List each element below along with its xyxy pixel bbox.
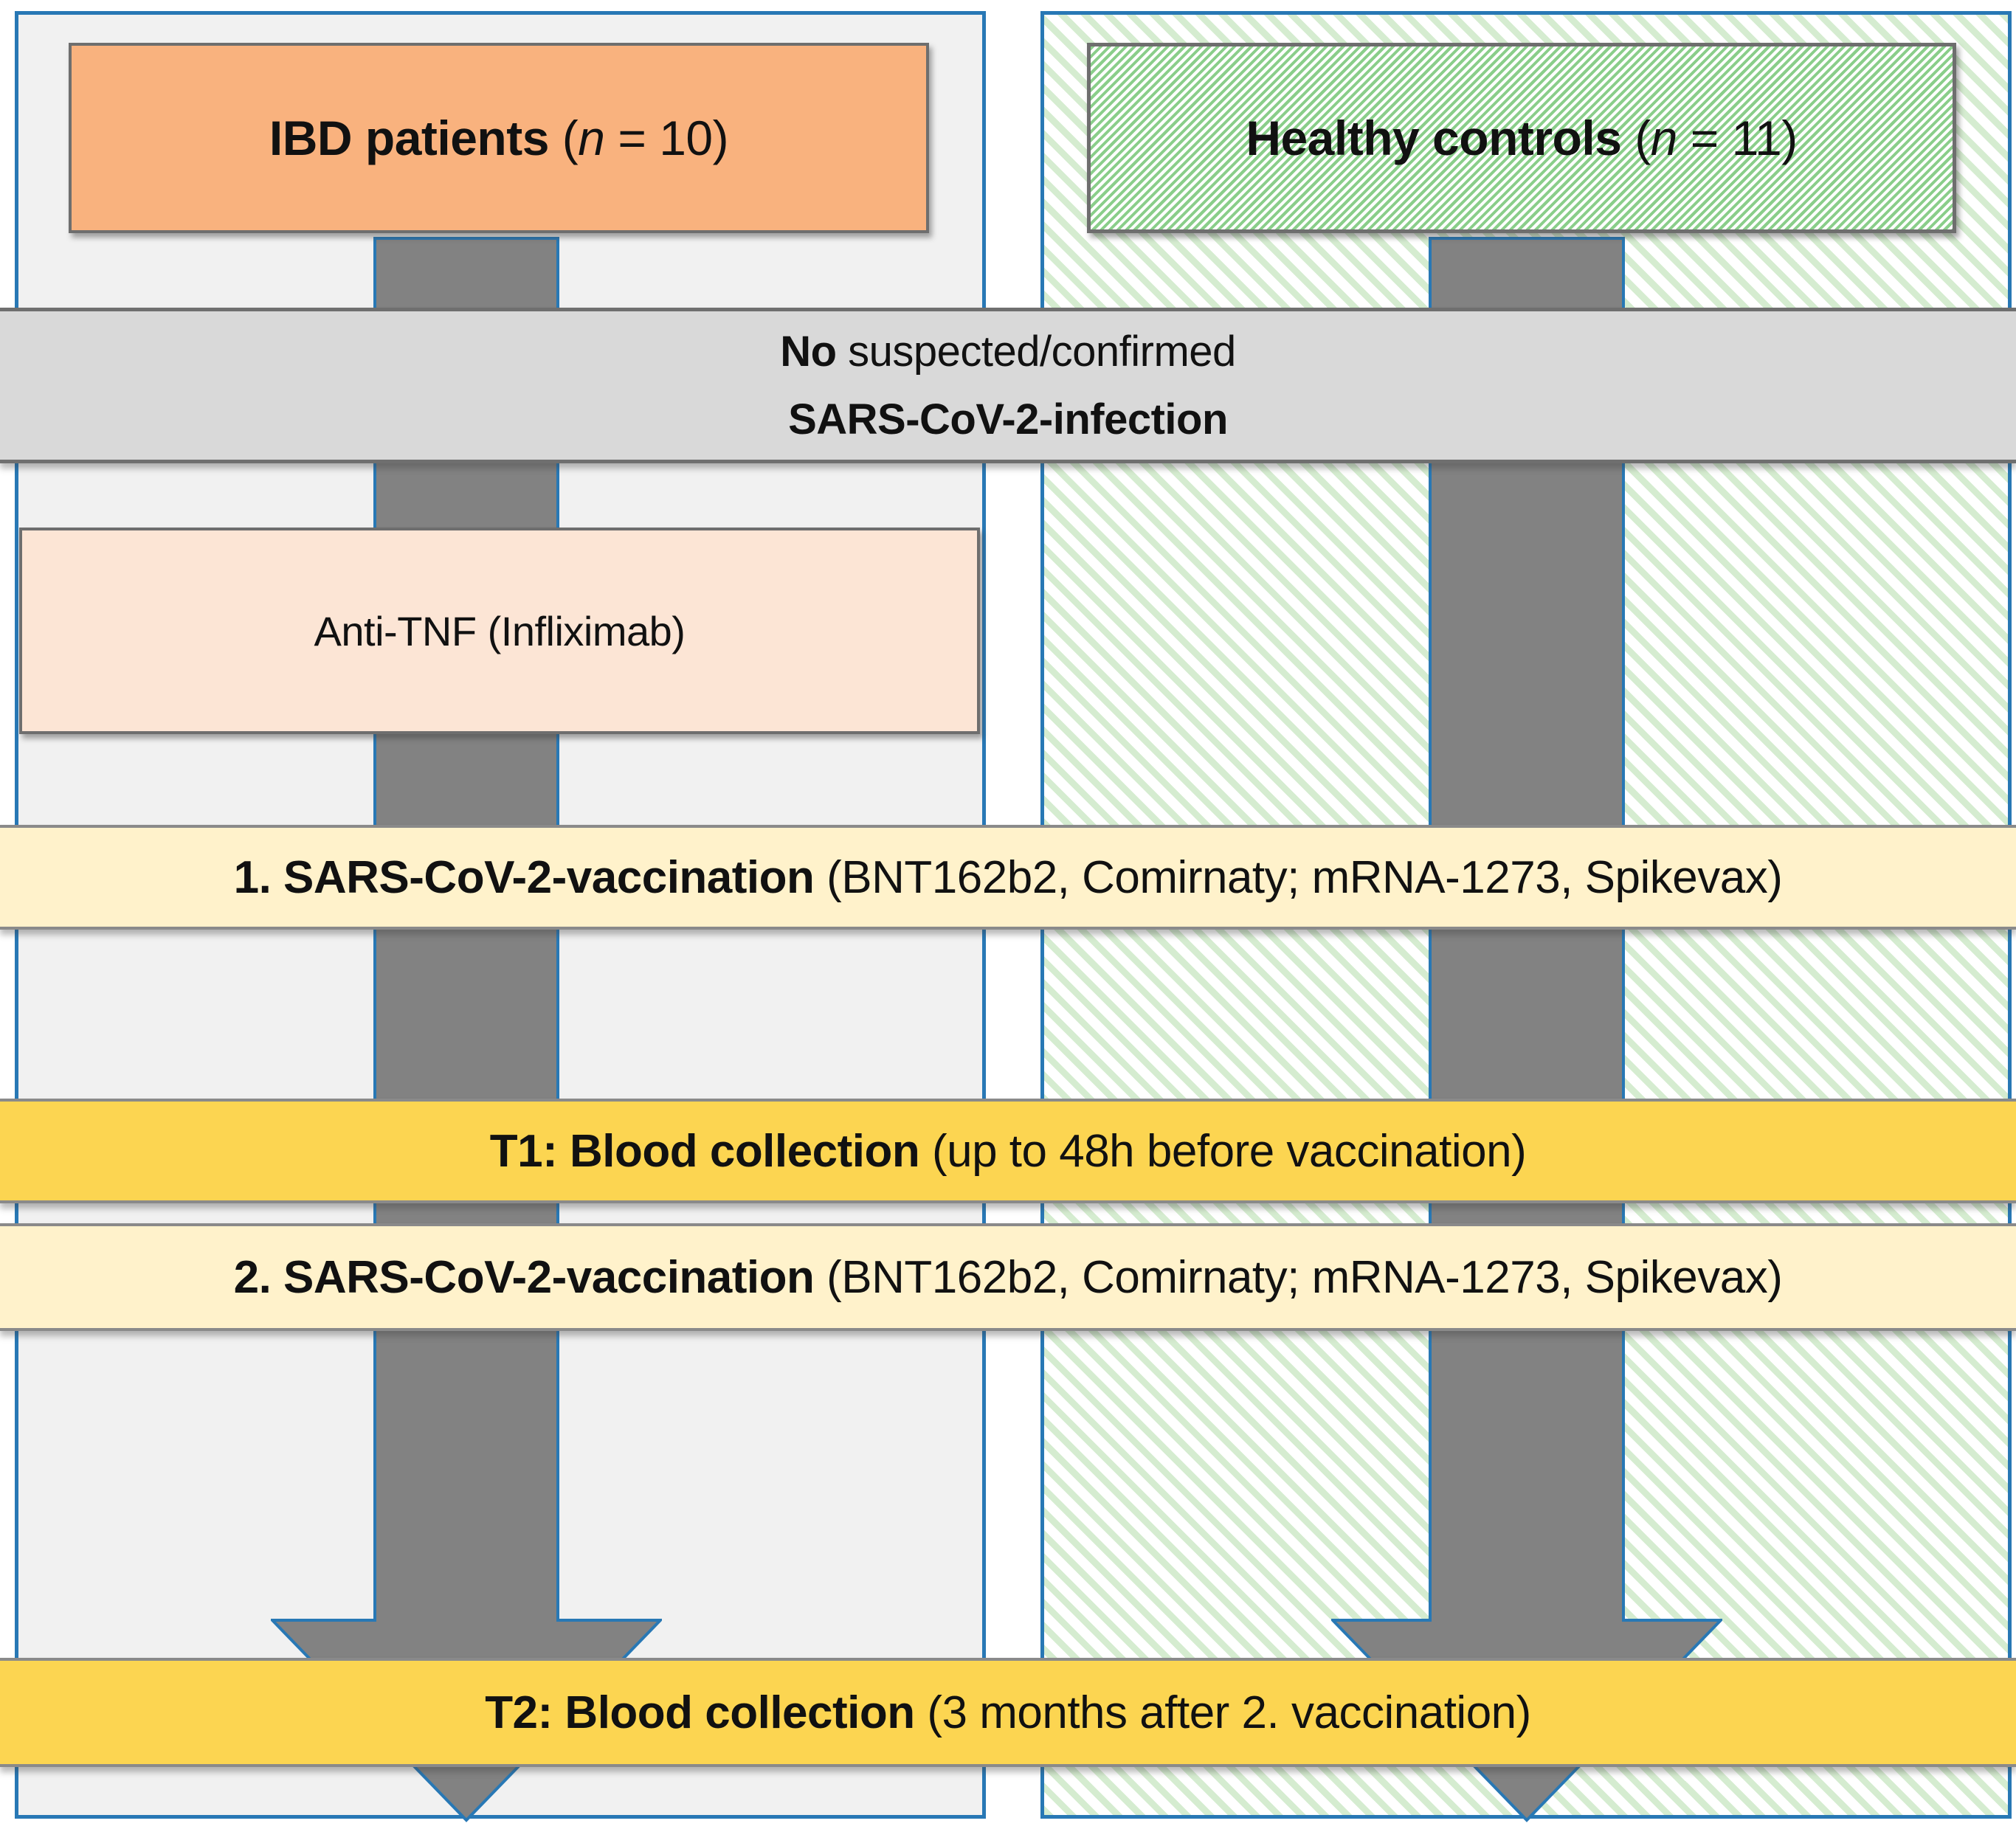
vaccination-2-label: 2. SARS-CoV-2-vaccination (BNT162b2, Com… <box>234 1251 1783 1304</box>
exclusion-line-1-bold: No <box>780 327 837 376</box>
t1-blood-collection-band: T1: Blood collection (up to 48h before v… <box>0 1099 2016 1203</box>
vaccination-2-label-rest: (BNT162b2, Comirnaty; mRNA-1273, Spikeva… <box>814 1251 1783 1303</box>
down-arrow-ibd-icon <box>271 237 662 1822</box>
ibd-patients-header-count: = 10) <box>604 111 729 165</box>
t2-label-rest: (3 months after 2. vaccination) <box>914 1687 1531 1738</box>
ibd-patients-header-n: n <box>578 111 605 165</box>
ibd-patients-header-label: IBD patients (n = 10) <box>269 110 729 166</box>
vaccination-1-label-bold: 1. SARS-CoV-2-vaccination <box>233 851 815 903</box>
anti-tnf-treatment-label: Anti-TNF (Infliximab) <box>314 607 686 654</box>
vaccination-1-label: 1. SARS-CoV-2-vaccination (BNT162b2, Com… <box>234 851 1783 904</box>
ibd-patients-header-open: ( <box>562 111 579 165</box>
vaccination-2-band: 2. SARS-CoV-2-vaccination (BNT162b2, Com… <box>0 1223 2016 1331</box>
vaccination-1-band: 1. SARS-CoV-2-vaccination (BNT162b2, Com… <box>0 825 2016 930</box>
t2-label-bold: T2: Blood collection <box>485 1687 915 1738</box>
exclusion-line-1-rest: suspected/confirmed <box>836 327 1236 376</box>
anti-tnf-treatment-box: Anti-TNF (Infliximab) <box>19 528 980 734</box>
vaccination-2-label-bold: 2. SARS-CoV-2-vaccination <box>233 1251 815 1303</box>
t2-blood-collection-band: T2: Blood collection (3 months after 2. … <box>0 1658 2016 1767</box>
t1-label-bold: T1: Blood collection <box>489 1125 920 1177</box>
healthy-controls-header-box: Healthy controls (n = 11) <box>1087 43 1956 233</box>
vaccination-1-label-rest: (BNT162b2, Comirnaty; mRNA-1273, Spikeva… <box>814 851 1783 903</box>
healthy-controls-header-bold: Healthy controls <box>1246 111 1622 165</box>
exclusion-line-2: SARS-CoV-2-infection <box>788 386 1228 454</box>
exclusion-line-2-bold: SARS-CoV-2-infection <box>788 395 1228 443</box>
healthy-controls-header-label: Healthy controls (n = 11) <box>1246 110 1798 166</box>
down-arrow-healthy-icon <box>1331 237 1722 1822</box>
healthy-controls-header-open: ( <box>1634 111 1651 165</box>
t2-label: T2: Blood collection (3 months after 2. … <box>485 1687 1531 1739</box>
exclusion-line-1: No suspected/confirmed <box>780 318 1236 386</box>
t1-label-rest: (up to 48h before vaccination) <box>919 1125 1527 1177</box>
ibd-patients-header-bold: IBD patients <box>269 111 550 165</box>
ibd-patients-header-box: IBD patients (n = 10) <box>69 43 929 233</box>
t1-label: T1: Blood collection (up to 48h before v… <box>489 1125 1527 1178</box>
healthy-controls-header-n: n <box>1650 111 1678 165</box>
exclusion-band: No suspected/confirmed SARS-CoV-2-infect… <box>0 308 2016 463</box>
healthy-controls-header-count: = 11) <box>1677 111 1798 165</box>
